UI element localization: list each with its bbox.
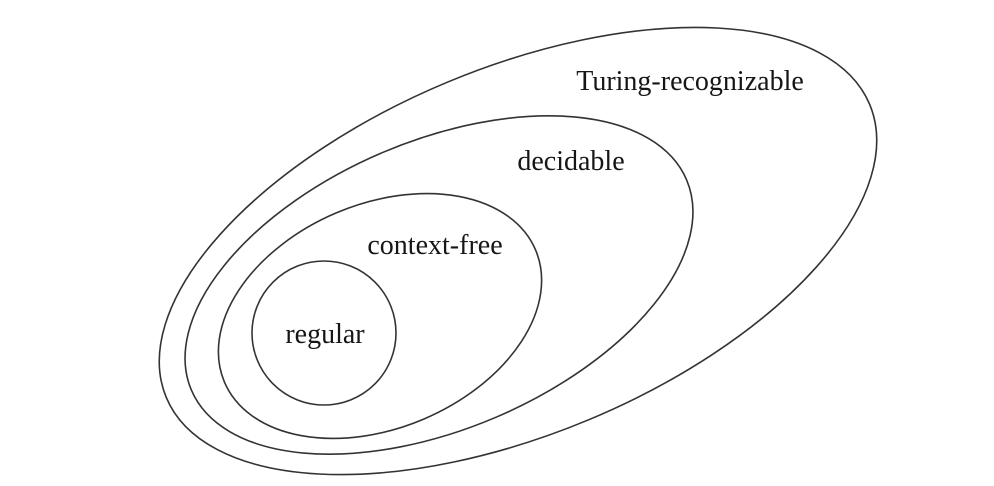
set-label-decidable: decidable: [517, 146, 624, 177]
set-ellipse-context-free: [217, 192, 543, 440]
set-group: Turing-recognizable decidable context-free…: [158, 26, 878, 476]
set-ellipse-regular: [251, 260, 397, 406]
set-label-regular: regular: [285, 319, 365, 350]
set-label-context-free: context-free: [367, 230, 502, 261]
set-ellipse-turing-recognizable: [158, 26, 878, 476]
set-label-turing-recognizable: Turing-recognizable: [576, 66, 804, 97]
set-ellipse-decidable: [184, 115, 694, 455]
